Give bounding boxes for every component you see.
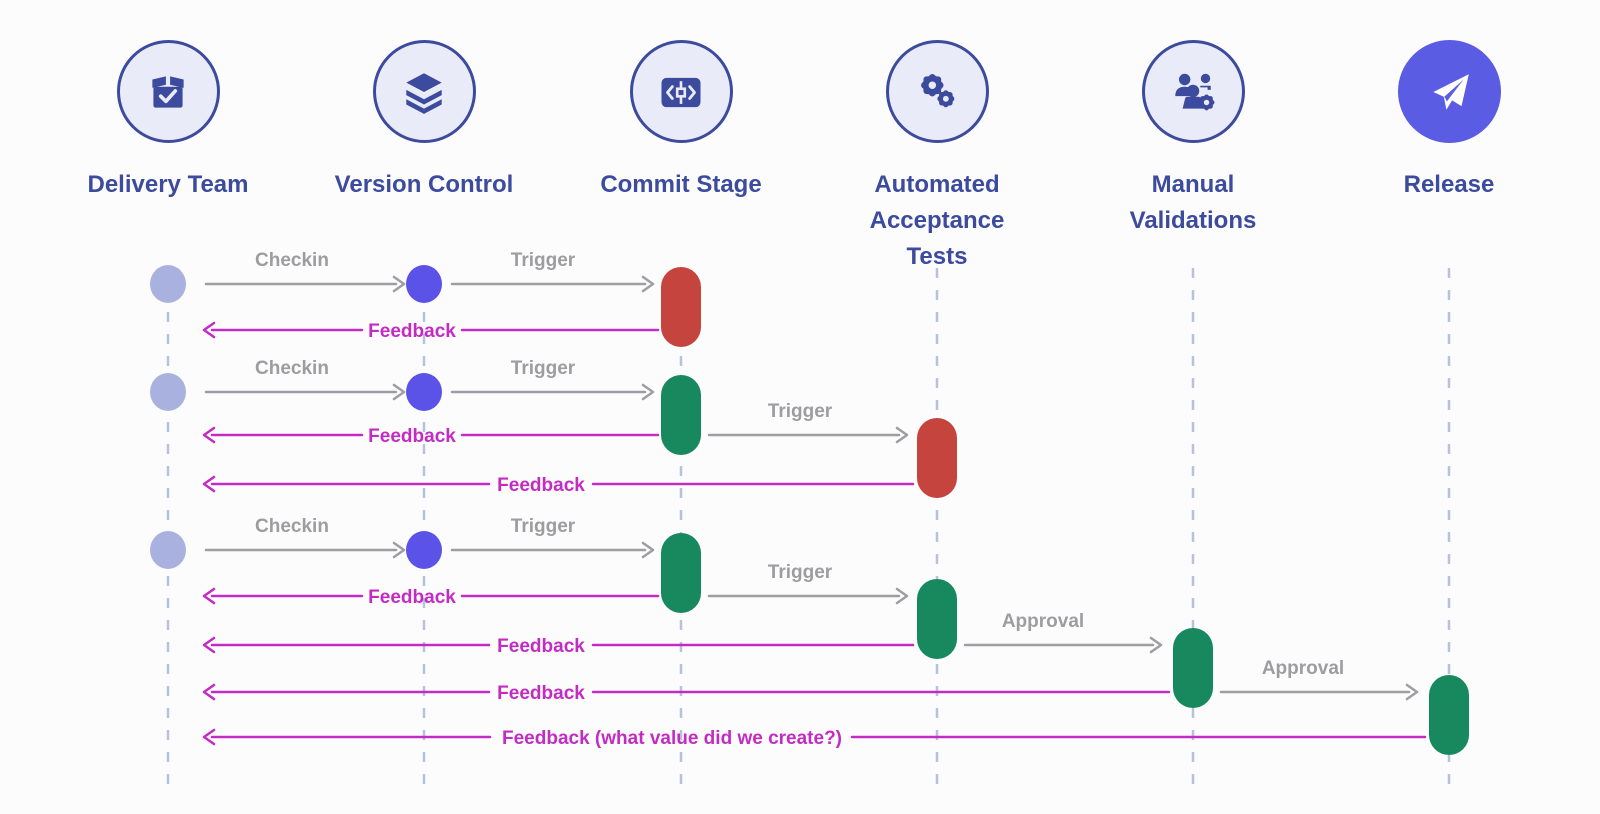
- stage-label: Automated Acceptance Tests: [869, 171, 1005, 270]
- message-feedback-4: Feedback: [202, 587, 660, 608]
- message-label: Checkin: [255, 516, 329, 537]
- message-feedback-3: Feedback: [202, 475, 915, 496]
- stage-automated-acceptance-tests: Automated Acceptance Tests: [837, 40, 1037, 275]
- message-label: Feedback (what value did we create?): [502, 728, 842, 749]
- message-label: Trigger: [768, 401, 833, 422]
- version-control-dot: [406, 531, 442, 569]
- version-control-dot: [406, 373, 442, 411]
- stage-node: [885, 40, 989, 143]
- paper-plane-icon: [1433, 73, 1469, 110]
- message-checkin-2: Checkin: [204, 358, 406, 401]
- acceptance-tests-pill-passed: [917, 579, 957, 659]
- message-label: Feedback: [497, 475, 585, 496]
- stage-node: [116, 40, 220, 143]
- code-commit-icon: [661, 77, 701, 107]
- message-feedback-6: Feedback: [202, 683, 1171, 704]
- message-label: Trigger: [768, 562, 833, 583]
- version-control-dot: [406, 265, 442, 303]
- stage-node: [1397, 40, 1501, 143]
- commit-stage-pill-passed: [661, 375, 701, 455]
- stage-label: Release: [1403, 171, 1495, 198]
- message-trigger-3b: Trigger: [707, 562, 909, 605]
- stage-node: [629, 40, 733, 143]
- message-trigger-3a: Trigger: [450, 516, 655, 559]
- message-approval-2: Approval: [1219, 658, 1419, 701]
- message-approval-1: Approval: [963, 611, 1163, 654]
- message-label: Checkin: [255, 250, 329, 271]
- message-trigger-2b: Trigger: [707, 401, 909, 444]
- users-gear-icon: [1175, 73, 1215, 110]
- stage-node: [1141, 40, 1245, 143]
- message-label: Trigger: [511, 358, 576, 379]
- stage-version-control: Version Control: [324, 40, 524, 203]
- stage-delivery-team: Delivery Team: [68, 40, 268, 203]
- message-feedback-2: Feedback: [202, 426, 660, 447]
- layers-icon: [406, 72, 442, 114]
- message-label: Checkin: [255, 358, 329, 379]
- gears-icon: [921, 73, 955, 107]
- message-trigger-1: Trigger: [450, 250, 655, 293]
- stage-commit-stage: Commit Stage: [581, 40, 781, 203]
- message-checkin-3: Checkin: [204, 516, 406, 559]
- message-label: Trigger: [511, 250, 576, 271]
- commit-stage-pill-passed: [661, 533, 701, 613]
- box-check-icon: [152, 75, 184, 108]
- delivery-team-dot: [150, 265, 186, 303]
- message-label: Feedback: [368, 587, 456, 608]
- acceptance-tests-pill-failed: [917, 418, 957, 498]
- stage-label: Version Control: [334, 171, 514, 198]
- message-label: Feedback: [368, 321, 456, 342]
- manual-validations-pill-passed: [1173, 628, 1213, 708]
- message-checkin-1: Checkin: [204, 250, 406, 293]
- stage-label: Delivery Team: [87, 171, 249, 198]
- commit-stage-pill-failed: [661, 267, 701, 347]
- delivery-team-dot: [150, 531, 186, 569]
- message-feedback-1: Feedback: [202, 321, 660, 342]
- message-label: Approval: [1262, 658, 1344, 679]
- message-label: Trigger: [511, 516, 576, 537]
- stage-manual-validations: Manual Validations: [1093, 40, 1293, 239]
- message-feedback-final: Feedback (what value did we create?): [202, 728, 1427, 749]
- message-label: Feedback: [497, 636, 585, 657]
- delivery-team-dot: [150, 373, 186, 411]
- message-trigger-2a: Trigger: [450, 358, 655, 401]
- release-pill-passed: [1429, 675, 1469, 755]
- stage-release: Release: [1349, 40, 1549, 203]
- message-label: Approval: [1002, 611, 1084, 632]
- stage-label: Commit Stage: [600, 171, 762, 198]
- message-label: Feedback: [368, 426, 456, 447]
- stage-label: Manual Validations: [1129, 171, 1257, 234]
- message-feedback-5: Feedback: [202, 636, 915, 657]
- stage-node: [372, 40, 476, 143]
- message-label: Feedback: [497, 683, 585, 704]
